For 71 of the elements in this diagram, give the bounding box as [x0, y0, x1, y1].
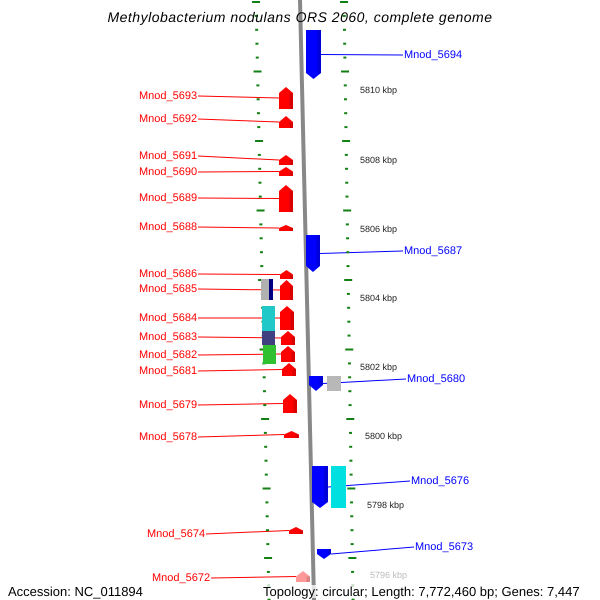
gene-glyph [279, 225, 293, 231]
gene-glyph [279, 116, 293, 128]
gene-label: Mnod_5689 [139, 192, 198, 204]
leader-line [322, 378, 406, 384]
gene-glyph [279, 167, 293, 176]
gene-label: Mnod_5680 [407, 374, 466, 384]
gene-glyph [309, 376, 323, 391]
gene-label: Mnod_5687 [404, 246, 462, 256]
leader-line [198, 403, 284, 406]
leader-line [198, 171, 280, 172]
gene-glyph [280, 306, 294, 330]
gene-glyph [282, 363, 296, 376]
gene-label: Mnod_5685 [139, 284, 198, 294]
gene-glyph [281, 331, 295, 345]
gene-label: Mnod_5682 [139, 350, 198, 360]
scale-label: 5798 kbp [367, 500, 404, 510]
leader-line [198, 274, 280, 275]
leader-line [198, 96, 280, 98]
gene-label: Mnod_5693 [139, 90, 198, 102]
gene-glyph [284, 431, 299, 438]
gene-label: Mnod_5676 [411, 476, 470, 486]
gene-glyph [279, 185, 293, 212]
leader-line [320, 250, 404, 254]
scale-label: 5808 kbp [360, 156, 398, 164]
gene-label: Mnod_5686 [139, 268, 198, 280]
gene-glyph [283, 394, 297, 413]
gene-glyph [306, 235, 320, 272]
gene-label: Mnod_5684 [139, 312, 198, 324]
gene-glyph [279, 87, 293, 109]
leader-line [206, 530, 290, 534]
gene-label: Mnod_5672 [152, 572, 210, 584]
scale-label: 5806 kbp [360, 224, 398, 234]
gene-glyph [306, 30, 321, 79]
leader-line [198, 369, 282, 372]
gene-label: Mnod_5692 [139, 114, 198, 124]
leader-line [320, 54, 404, 56]
gene-label: Mnod_5690 [139, 166, 198, 178]
footer-text: Topology: circular; Length: 7,772,460 bp; Genes: 7,447 [263, 584, 580, 598]
leader-line [198, 156, 280, 160]
leader-line [198, 288, 280, 290]
gene-label: Mnod_5681 [139, 366, 198, 376]
scale-label: 5796 kbp [370, 570, 408, 580]
gene-glyph [317, 549, 331, 559]
gene-label: Mnod_5688 [139, 222, 198, 232]
leader-line [198, 336, 282, 338]
gene-glyph [281, 346, 295, 362]
scale-label: 5802 kbp [360, 362, 398, 372]
leader-line [198, 198, 280, 199]
title: Methylobacterium nodulans ORS 2060, complete genome [106, 10, 494, 24]
leader-line [330, 546, 414, 554]
gene-label: Mnod_5673 [415, 542, 474, 552]
gene-glyph [289, 527, 303, 534]
scale-label: 5800 kbp [365, 432, 402, 440]
leader-line [210, 576, 296, 578]
gene-glyph [279, 155, 293, 165]
footer-text: Accession: NC_011894 [8, 584, 143, 598]
gene-label: Mnod_5679 [139, 400, 198, 410]
leader-line [198, 226, 280, 228]
leader-line [198, 118, 280, 122]
gene-label: Mnod_5683 [139, 332, 198, 342]
gene-label: Mnod_5674 [147, 528, 206, 540]
gene-label: Mnod_5694 [404, 50, 462, 60]
gene-glyph [280, 270, 293, 279]
scale-label: 5810 kbp [360, 86, 398, 94]
scale-label: 5804 kbp [360, 294, 398, 302]
gene-glyph [296, 571, 310, 582]
leader-line [198, 354, 282, 356]
leader-line [198, 434, 284, 438]
gene-label: Mnod_5678 [139, 432, 198, 442]
gene-glyph [312, 466, 328, 508]
gene-label: Mnod_5691 [139, 150, 198, 162]
